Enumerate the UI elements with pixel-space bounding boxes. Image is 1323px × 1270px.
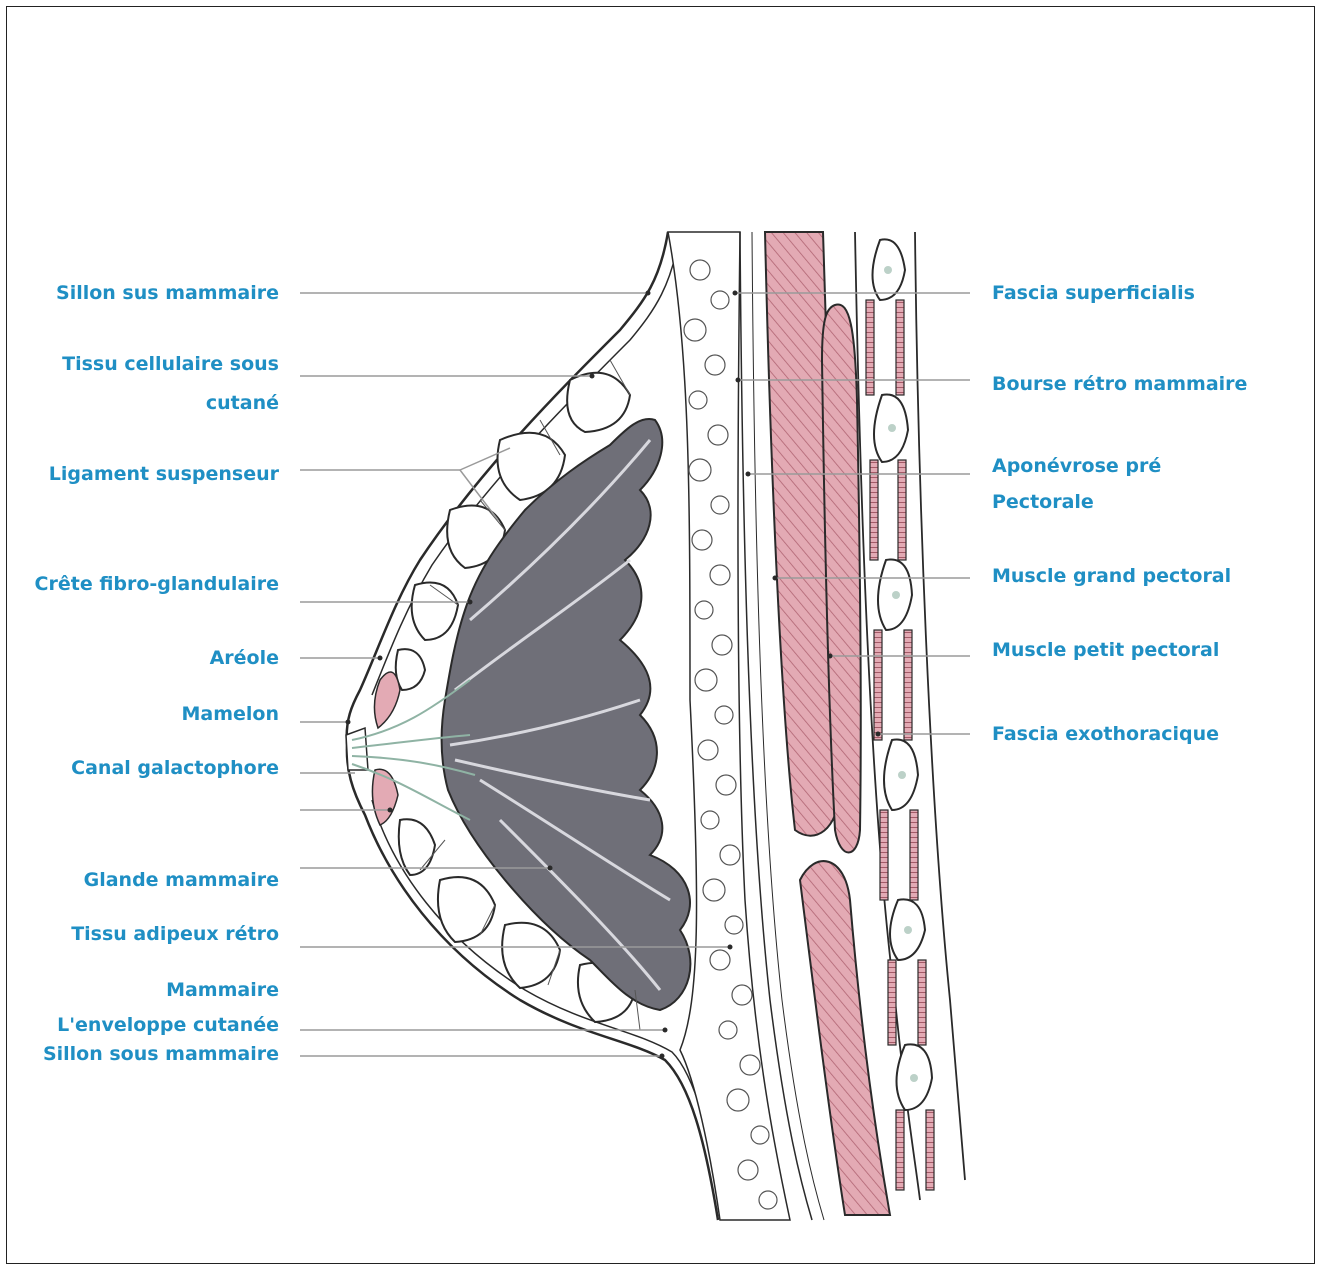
pectoralis-major-lower xyxy=(800,861,890,1215)
label-sillon-sous-mammaire: Sillon sous mammaire xyxy=(43,1042,279,1066)
label-areole: Aréole xyxy=(210,646,279,670)
label-muscle-grand-pectoral: Muscle grand pectoral xyxy=(992,564,1231,588)
label-mamelon: Mamelon xyxy=(181,702,279,726)
label-tissu-cellulaire-line2: cutané xyxy=(206,391,279,415)
label-crete-fibro-glandulaire: Crête fibro-glandulaire xyxy=(35,572,279,596)
label-sillon-sus-mammaire: Sillon sus mammaire xyxy=(56,281,279,305)
label-tissu-adipeux-line1: Tissu adipeux rétro xyxy=(71,922,279,946)
label-glande-mammaire: Glande mammaire xyxy=(84,868,279,892)
label-fascia-exothoracique: Fascia exothoracique xyxy=(992,722,1219,746)
label-bourse-retro-mammaire: Bourse rétro mammaire xyxy=(992,372,1247,396)
label-enveloppe-cutanee: L'enveloppe cutanée xyxy=(57,1013,279,1037)
label-aponevrose-line1: Aponévrose pré xyxy=(992,454,1161,478)
nipple xyxy=(346,728,368,770)
label-tissu-adipeux-line2: Mammaire xyxy=(166,978,279,1002)
label-ligament-suspenseur: Ligament suspenseur xyxy=(49,462,279,486)
label-fascia-superficialis: Fascia superficialis xyxy=(992,281,1195,305)
label-aponevrose-line2: Pectorale xyxy=(992,490,1094,514)
label-tissu-cellulaire-line1: Tissu cellulaire sous xyxy=(62,352,279,376)
label-canal-galactophore: Canal galactophore xyxy=(71,756,279,780)
label-muscle-petit-pectoral: Muscle petit pectoral xyxy=(992,638,1219,662)
